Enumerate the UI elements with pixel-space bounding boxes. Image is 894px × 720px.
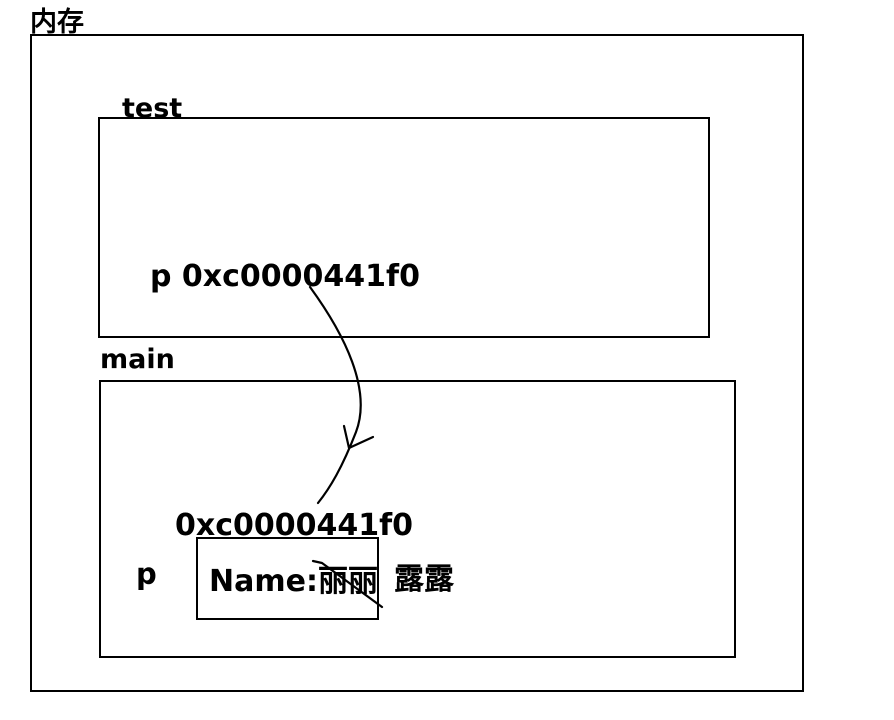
main-frame-title: main xyxy=(100,344,175,375)
test-frame-title: test xyxy=(122,93,183,124)
struct-new-value: 露露 xyxy=(394,562,454,597)
main-frame xyxy=(99,380,736,658)
main-struct-address: 0xc0000441f0 xyxy=(175,508,414,543)
test-pointer-label: p 0xc0000441f0 xyxy=(150,259,420,294)
test-frame xyxy=(98,117,710,338)
struct-name-field: Name:丽丽 xyxy=(209,564,378,599)
memory-frame xyxy=(30,34,804,692)
main-var-name: p xyxy=(136,557,157,591)
memory-title: 内存 xyxy=(30,7,84,38)
